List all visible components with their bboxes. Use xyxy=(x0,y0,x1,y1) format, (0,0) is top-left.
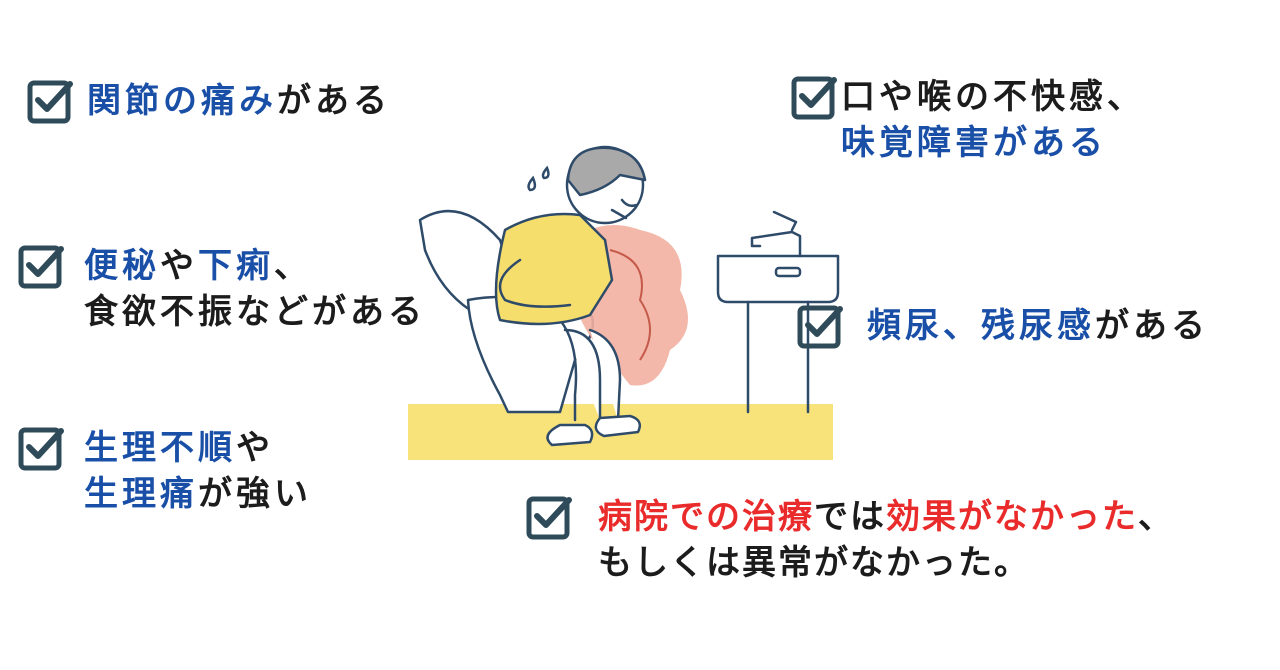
period-pain-emphasis: 生理痛 xyxy=(84,474,198,514)
period-connector: や xyxy=(236,428,274,468)
joint-pain-emphasis: 関節の痛み xyxy=(87,81,277,121)
mouth-line-1: 口や喉の不快感、 xyxy=(841,77,1145,117)
sweat-drops xyxy=(527,165,550,192)
symptom-urination: 頻尿、残尿感がある xyxy=(797,303,1209,349)
taste-suffix: がある xyxy=(993,123,1107,163)
checkbox-checked-icon xyxy=(18,427,64,471)
checkbox-checked-icon xyxy=(27,80,73,124)
checkbox-checked-icon xyxy=(791,76,837,120)
appetite-line: 食欲不振などがある xyxy=(84,292,426,332)
joint-pain-suffix: がある xyxy=(277,81,391,121)
symptom-bowel-appetite: 便秘や下痢、 食欲不振などがある xyxy=(18,243,426,335)
urination-emphasis: 頻尿、残尿感 xyxy=(867,306,1095,346)
hospital-treatment-emphasis: 病院での治療 xyxy=(598,497,814,537)
hospital-connector: では xyxy=(814,497,886,537)
diarrhea-emphasis: 下痢 xyxy=(198,246,274,286)
urination-suffix: がある xyxy=(1095,306,1209,346)
irregular-period-emphasis: 生理不順 xyxy=(84,428,236,468)
period-pain-suffix: が強い xyxy=(198,474,312,514)
bowel-comma: 、 xyxy=(274,246,312,286)
symptom-mouth-taste: 口や喉の不快感、 味覚障害がある xyxy=(791,74,1145,166)
constipation-emphasis: 便秘 xyxy=(84,246,160,286)
checkbox-checked-icon xyxy=(526,496,572,540)
person xyxy=(494,145,647,447)
symptom-menstrual: 生理不順や 生理痛が強い xyxy=(18,425,312,517)
symptom-joint-pain: 関節の痛みがある xyxy=(27,78,391,124)
hospital-comma: 、 xyxy=(1138,497,1174,537)
no-abnormality-line: もしくは異常がなかった。 xyxy=(598,543,1030,583)
checkbox-checked-icon xyxy=(18,245,64,289)
taste-emphasis: 味覚障害 xyxy=(841,123,993,163)
sink xyxy=(716,210,840,414)
symptom-hospital: 病院での治療では効果がなかった、 もしくは異常がなかった。 xyxy=(526,494,1174,586)
checkbox-checked-icon xyxy=(797,305,843,349)
bowel-connector: や xyxy=(160,246,198,286)
no-effect-emphasis: 効果がなかった xyxy=(886,497,1138,537)
